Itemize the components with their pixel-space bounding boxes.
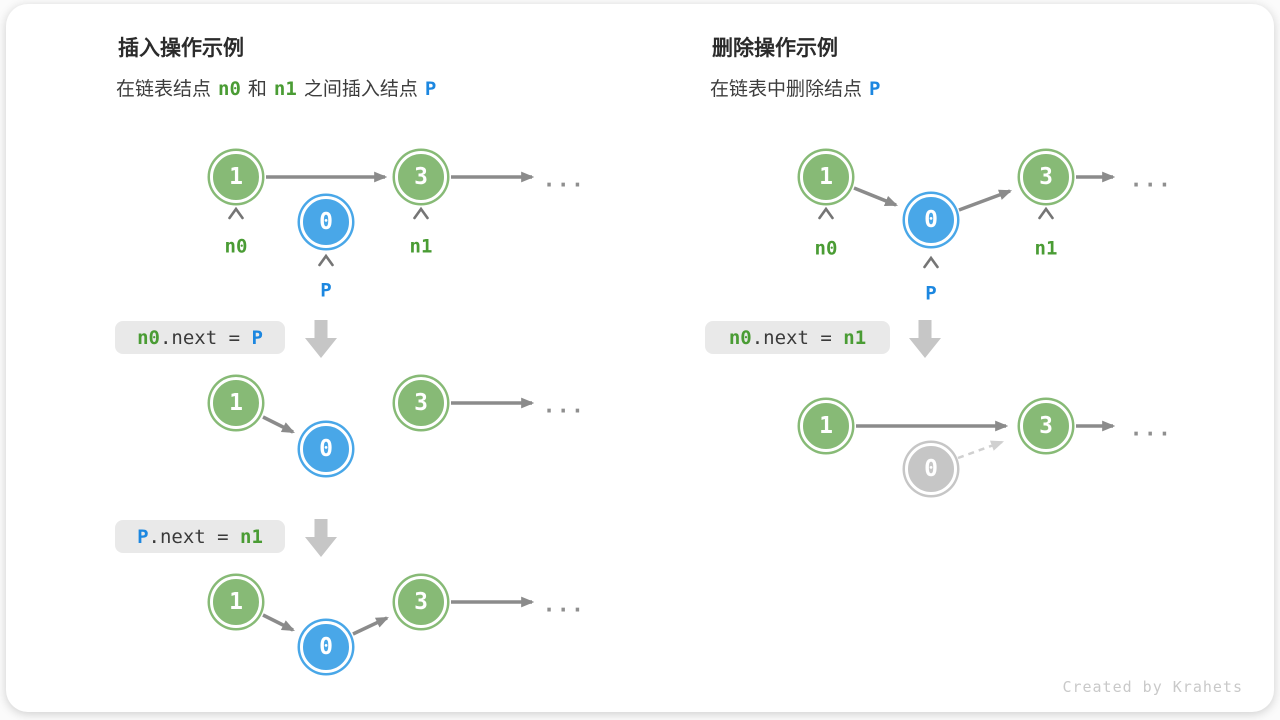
code-label-insert-step1: n0.next = P	[115, 321, 285, 354]
arrow	[262, 613, 295, 632]
list-node-1: 1	[210, 576, 262, 628]
list-node-1: 1	[800, 400, 852, 452]
ellipsis: ...	[542, 167, 586, 192]
subtitle-text: 在链表中删除结点	[710, 79, 863, 100]
subtitle-text: 在链表结点	[116, 79, 212, 100]
list-node-0: 0	[300, 196, 352, 248]
list-node-3: 3	[395, 377, 447, 429]
ellipsis: ...	[1129, 167, 1173, 192]
list-node-1: 1	[210, 151, 262, 203]
pointer-label-n0: n0	[814, 237, 838, 260]
caret-up-icon	[228, 206, 244, 220]
code-label-delete-step1: n0.next = n1	[705, 321, 890, 354]
caret-up-icon	[318, 253, 334, 267]
pointer-label-n0: n0	[224, 235, 248, 258]
subtitle-text: 和	[247, 79, 267, 100]
node-ref-n0: n0	[218, 78, 241, 100]
pointer-label-n1: n1	[409, 235, 433, 258]
list-node-3: 3	[395, 576, 447, 628]
code-label-insert-step2: P.next = n1	[115, 520, 285, 553]
caret-up-icon	[818, 206, 834, 220]
node-ref-p: P	[869, 78, 881, 100]
ellipsis: ...	[542, 592, 586, 617]
node-ref-n1: n1	[273, 78, 297, 100]
pointer-label-p: P	[925, 282, 937, 305]
list-node-3: 3	[1020, 400, 1072, 452]
code-token: n1	[240, 525, 263, 548]
list-node-0: 0	[300, 423, 352, 475]
code-token: .next =	[159, 326, 252, 349]
delete-section-subtitle: 在链表中删除结点 P	[710, 78, 887, 100]
credit-text: Created by Krahets	[1062, 678, 1243, 696]
list-node-0-removed: 0	[905, 443, 957, 495]
list-node-1: 1	[800, 151, 852, 203]
caret-up-icon	[413, 206, 429, 220]
down-block-arrow-icon	[305, 519, 337, 557]
code-token: .next =	[148, 525, 241, 548]
ellipsis: ...	[542, 393, 586, 418]
arrow	[262, 415, 295, 434]
list-node-0: 0	[905, 194, 957, 246]
node-ref-p: P	[424, 78, 437, 100]
ellipsis: ...	[1129, 416, 1173, 441]
list-node-3: 3	[1020, 151, 1072, 203]
code-token: n1	[843, 326, 867, 349]
dashed-arrow	[957, 440, 1005, 460]
delete-section-title: 删除操作示例	[712, 37, 838, 60]
arrow	[958, 189, 1013, 212]
insert-section-title: 插入操作示例	[118, 37, 244, 60]
caret-up-icon	[923, 255, 939, 269]
pointer-label-p: P	[320, 279, 332, 302]
caret-up-icon	[1038, 206, 1054, 220]
down-block-arrow-icon	[909, 320, 941, 358]
code-token: .next =	[751, 326, 844, 349]
down-block-arrow-icon	[305, 320, 337, 358]
insert-section-subtitle: 在链表结点 n0 和 n1 之间插入结点 P	[116, 78, 443, 100]
subtitle-text: 之间插入结点	[303, 79, 418, 100]
arrow	[853, 186, 899, 207]
pointer-label-n1: n1	[1034, 237, 1058, 260]
code-token: P	[137, 525, 149, 548]
list-node-0: 0	[300, 621, 352, 673]
arrow	[352, 616, 389, 636]
list-node-1: 1	[210, 377, 262, 429]
code-token: P	[251, 326, 263, 349]
code-token: n0	[137, 326, 160, 349]
list-node-3: 3	[395, 151, 447, 203]
code-token: n0	[728, 326, 752, 349]
